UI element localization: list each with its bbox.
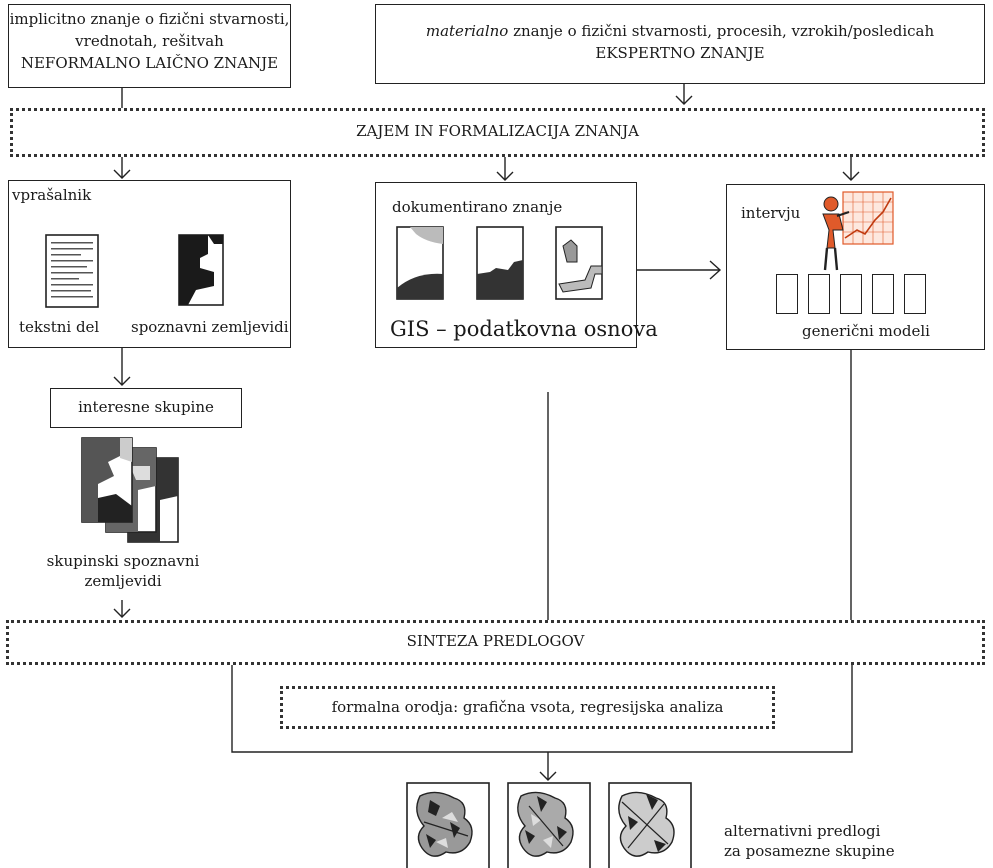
gis-layer-3-icon <box>555 226 603 300</box>
gis-layer-1-icon <box>396 226 444 300</box>
cognitive-map-icon <box>178 234 224 306</box>
expert-italic-word: materialno <box>425 22 509 40</box>
expert-knowledge-line1: materialno znanje o fizični stvarnosti, … <box>375 22 985 41</box>
capture-band <box>10 108 985 157</box>
model-1-icon <box>776 274 798 314</box>
documented-title: dokumentirano znanje <box>392 198 563 216</box>
formal-tools-label: formalna orodja: grafična vsota, regresi… <box>331 698 724 716</box>
text-part-label: tekstni del <box>19 318 100 336</box>
generic-models-label: generični modeli <box>802 322 930 340</box>
presenter-figure-icon <box>822 191 894 271</box>
gis-database-label: GIS – podatkovna osnova <box>390 317 658 341</box>
model-3-icon <box>840 274 862 314</box>
questionnaire-title: vprašalnik <box>12 186 92 204</box>
lay-knowledge-box <box>8 4 291 88</box>
interview-title: intervju <box>741 204 801 222</box>
expert-line1-rest: znanje o fizični stvarnosti, procesih, v… <box>508 22 935 40</box>
lay-knowledge-line3: NEFORMALNO LAIČNO ZNANJE <box>20 54 279 72</box>
synthesis-band-label: SINTEZA PREDLOGOV <box>406 632 585 650</box>
interest-groups-label: interesne skupine <box>78 398 214 416</box>
group-maps-stack-icon <box>81 437 179 543</box>
gis-layer-2-icon <box>476 226 524 300</box>
lay-knowledge-line2: vrednotah, rešitvah <box>75 32 224 50</box>
model-5-icon <box>904 274 926 314</box>
synthesis-band <box>6 620 985 665</box>
cognitive-maps-label: spoznavni zemljevidi <box>131 318 289 336</box>
expert-knowledge-line2: EKSPERTNO ZNANJE <box>595 44 765 62</box>
lay-knowledge-line1: implicitno znanje o fizični stvarnosti, <box>9 10 290 28</box>
group-maps-line2: zemljevidi <box>84 572 162 590</box>
formal-tools-box <box>280 686 775 729</box>
capture-band-label: ZAJEM IN FORMALIZACIJA ZNANJA <box>356 122 639 140</box>
text-document-icon <box>45 234 99 308</box>
proposal-map-1-icon <box>406 782 490 868</box>
model-4-icon <box>872 274 894 314</box>
proposal-map-3-icon <box>608 782 692 868</box>
alternatives-line2: za posamezne skupine <box>724 842 895 860</box>
group-maps-line1: skupinski spoznavni <box>46 552 200 570</box>
proposal-map-2-icon <box>507 782 591 868</box>
model-2-icon <box>808 274 830 314</box>
interest-groups-box <box>50 388 242 428</box>
expert-knowledge-box <box>375 4 985 84</box>
alternatives-line1: alternativni predlogi <box>724 822 881 840</box>
